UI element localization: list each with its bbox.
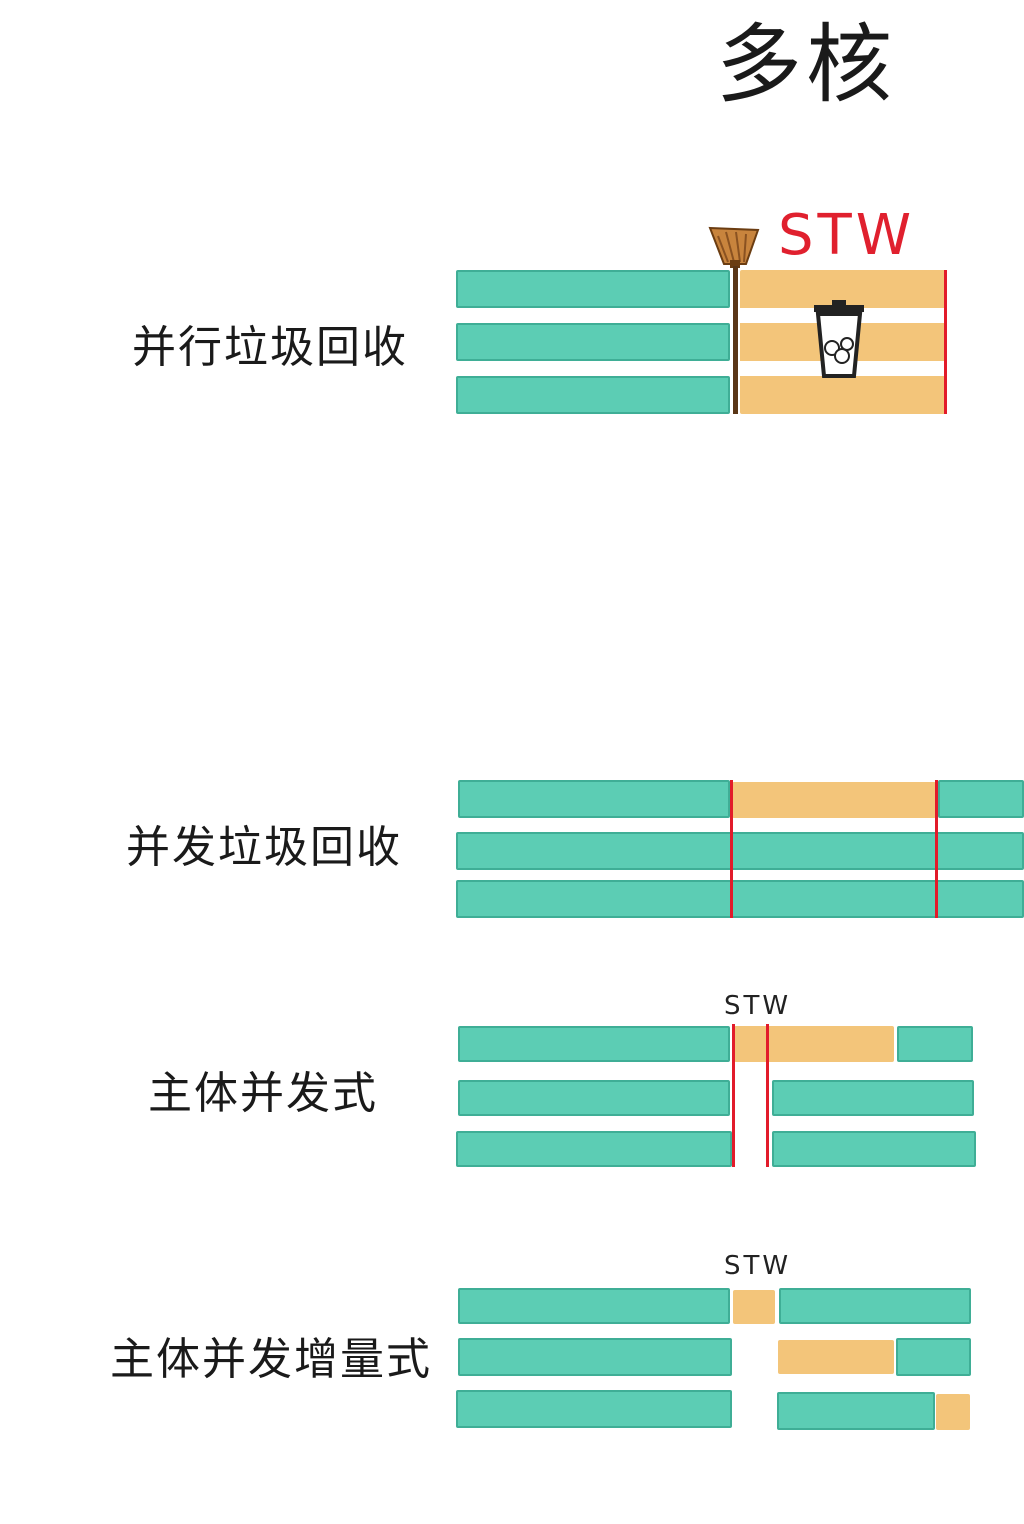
app-thread-bar (456, 1390, 732, 1428)
section-label-parallel-gc: 并行垃圾回收 (132, 322, 408, 373)
app-thread-bar (458, 1288, 730, 1324)
app-thread-bar (938, 780, 1024, 818)
app-thread-bar (458, 1080, 730, 1116)
gc-work-bar (778, 1340, 894, 1374)
gc-work-bar (734, 1026, 894, 1062)
gc-work-bar (936, 1394, 970, 1430)
section-label-mostly-concurrent-incremental: 主体并发增量式 (110, 1334, 432, 1385)
stw-label-parallel: STW (778, 203, 916, 268)
section-label-concurrent-gc: 并发垃圾回收 (126, 822, 402, 873)
trash-can-icon (814, 300, 864, 378)
broom-icon (708, 226, 760, 414)
stw-end-marker (766, 1024, 769, 1167)
app-thread-bar (456, 880, 1024, 918)
app-thread-bar (458, 780, 730, 818)
gc-work-bar (732, 782, 936, 818)
stw-label-mostly-concurrent: STW (724, 991, 792, 1021)
page-title: 多核 (716, 15, 896, 115)
app-thread-bar (456, 832, 1024, 870)
app-thread-bar (896, 1338, 971, 1376)
gc-work-bar (733, 1290, 775, 1324)
app-thread-bar (772, 1080, 974, 1116)
app-thread-bar (456, 323, 730, 361)
stw-marker (935, 780, 938, 918)
stw-end-marker (944, 270, 947, 414)
app-thread-bar (456, 376, 730, 414)
stw-label-incremental: STW (724, 1251, 792, 1281)
app-thread-bar (777, 1392, 935, 1430)
app-thread-bar (772, 1131, 976, 1167)
section-label-mostly-concurrent: 主体并发式 (148, 1068, 378, 1119)
stw-marker (730, 780, 733, 918)
app-thread-bar (779, 1288, 971, 1324)
app-thread-bar (458, 1338, 732, 1376)
stw-start-marker (732, 1024, 735, 1167)
app-thread-bar (456, 270, 730, 308)
app-thread-bar (897, 1026, 973, 1062)
app-thread-bar (456, 1131, 732, 1167)
app-thread-bar (458, 1026, 730, 1062)
